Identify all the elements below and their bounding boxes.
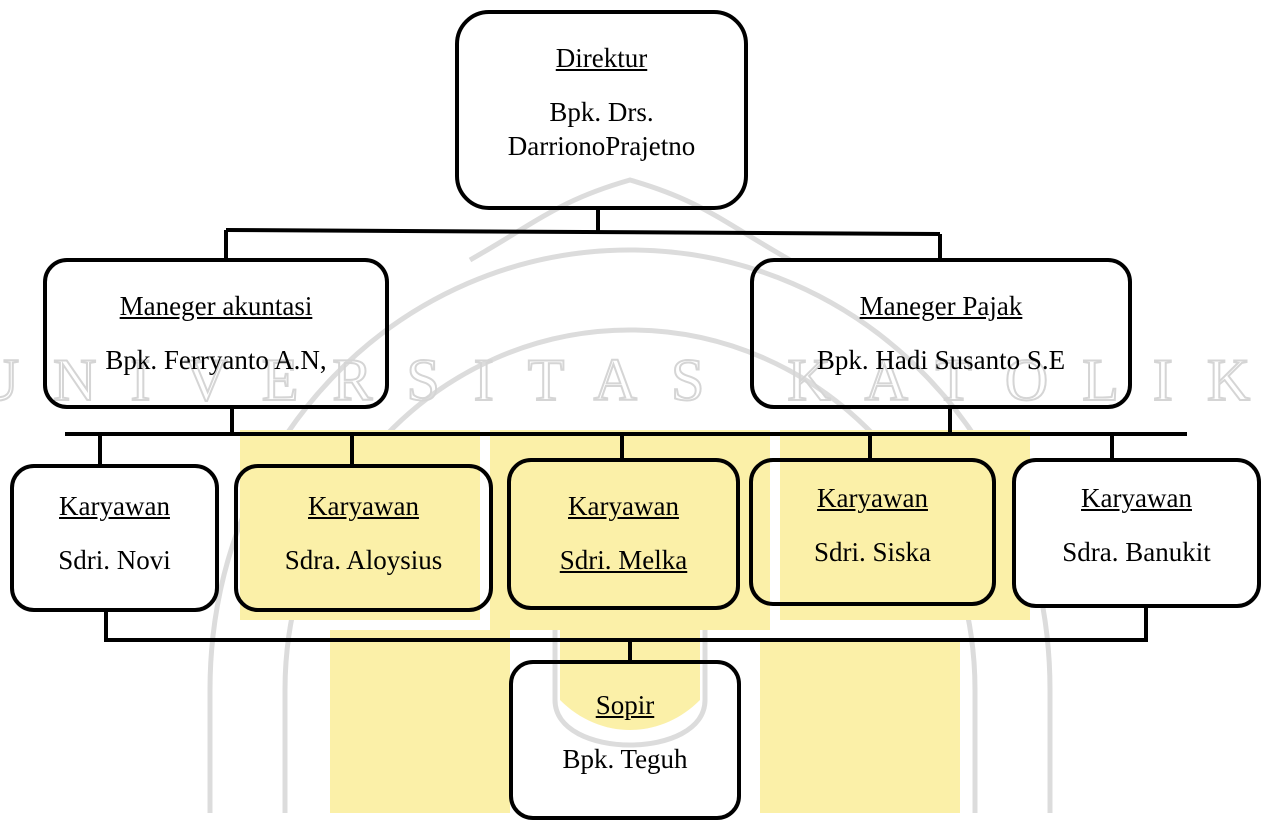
sopir-name: Bpk. Teguh (562, 743, 688, 774)
direktur-box: Direktur Bpk. Drs. DarrionoPrajetno (455, 10, 748, 210)
manager-pajak-box: Maneger Pajak Bpk. Hadi Susanto S.E (750, 258, 1132, 409)
direktur-name-line2: DarrionoPrajetno (507, 130, 696, 161)
karyawan-title: Karyawan (817, 483, 928, 513)
karyawan-box-novi: Karyawan Sdri. Novi (10, 464, 219, 612)
manager-akuntansi-name: Bpk. Ferryanto A.N, (105, 344, 327, 375)
karyawan-box-melka: Karyawan Sdri. Melka (507, 458, 740, 610)
karyawan-box-aloysius: Karyawan Sdra. Aloysius (234, 464, 493, 612)
manager-akuntansi-box: Maneger akuntasi Bpk. Ferryanto A.N, (43, 258, 389, 409)
sopir-box: Sopir Bpk. Teguh (509, 660, 741, 820)
manager-pajak-name: Bpk. Hadi Susanto S.E (816, 344, 1066, 375)
manager-akuntansi-title: Maneger akuntasi (119, 291, 313, 321)
karyawan-name: Sdra. Aloysius (284, 544, 443, 575)
direktur-name-line1: Bpk. Drs. (549, 96, 654, 127)
direktur-title: Direktur (555, 43, 648, 73)
karyawan-title: Karyawan (308, 491, 419, 521)
karyawan-name: Sdri. Siska (813, 536, 932, 567)
karyawan-title: Karyawan (568, 491, 679, 521)
manager-pajak-title: Maneger Pajak (859, 291, 1023, 321)
karyawan-box-siska: Karyawan Sdri. Siska (749, 458, 996, 606)
karyawan-name: Sdra. Banukit (1062, 536, 1211, 567)
watermark-text: UNIVERSITAS KATOLIK (0, 347, 1269, 413)
karyawan-name: Sdri. Melka (559, 544, 688, 575)
karyawan-title: Karyawan (59, 491, 170, 521)
sopir-title: Sopir (595, 690, 655, 720)
karyawan-box-banukit: Karyawan Sdra. Banukit (1012, 458, 1261, 608)
karyawan-title: Karyawan (1081, 483, 1192, 513)
karyawan-name: Sdri. Novi (58, 544, 171, 575)
